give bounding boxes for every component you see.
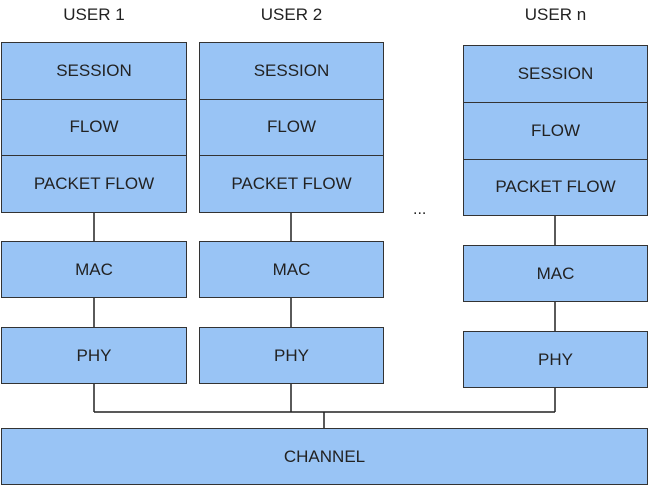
user1-packet-flow-layer: PACKET FLOW <box>33 173 155 193</box>
user2-mac-layer: MAC <box>199 241 384 298</box>
user2-phy-layer: PHY <box>199 327 384 384</box>
user1-mac-layer: MAC <box>1 241 187 298</box>
usern-title: USER n <box>524 5 587 24</box>
user2-session-layer: SESSION <box>200 43 383 100</box>
usern-flow-layer: FLOW <box>464 103 647 160</box>
user2-flow-layer: FLOW <box>200 100 383 156</box>
user2-packet-flow-layer: PACKET FLOW <box>231 173 352 193</box>
usern-upper-stack: SESSION FLOW PACKET FLOW <box>463 45 648 216</box>
user1-session-layer: SESSION <box>2 43 186 100</box>
user2-title: USER 2 <box>260 5 323 24</box>
user1-upper-stack: SESSION FLOW PACKET FLOW <box>1 42 187 213</box>
user1-title: USER 1 <box>63 5 125 24</box>
usern-mac-layer: MAC <box>463 245 648 302</box>
channel-box: CHANNEL <box>1 428 648 485</box>
user1-flow-layer: FLOW <box>2 100 186 156</box>
user2-upper-stack: SESSION FLOW PACKET FLOW <box>199 42 384 213</box>
usern-packet-flow-layer: PACKET FLOW <box>495 176 616 196</box>
more-users-ellipsis: ... <box>413 201 427 218</box>
usern-phy-layer: PHY <box>463 331 648 388</box>
user1-phy-layer: PHY <box>1 327 187 384</box>
usern-session-layer: SESSION <box>464 46 647 103</box>
